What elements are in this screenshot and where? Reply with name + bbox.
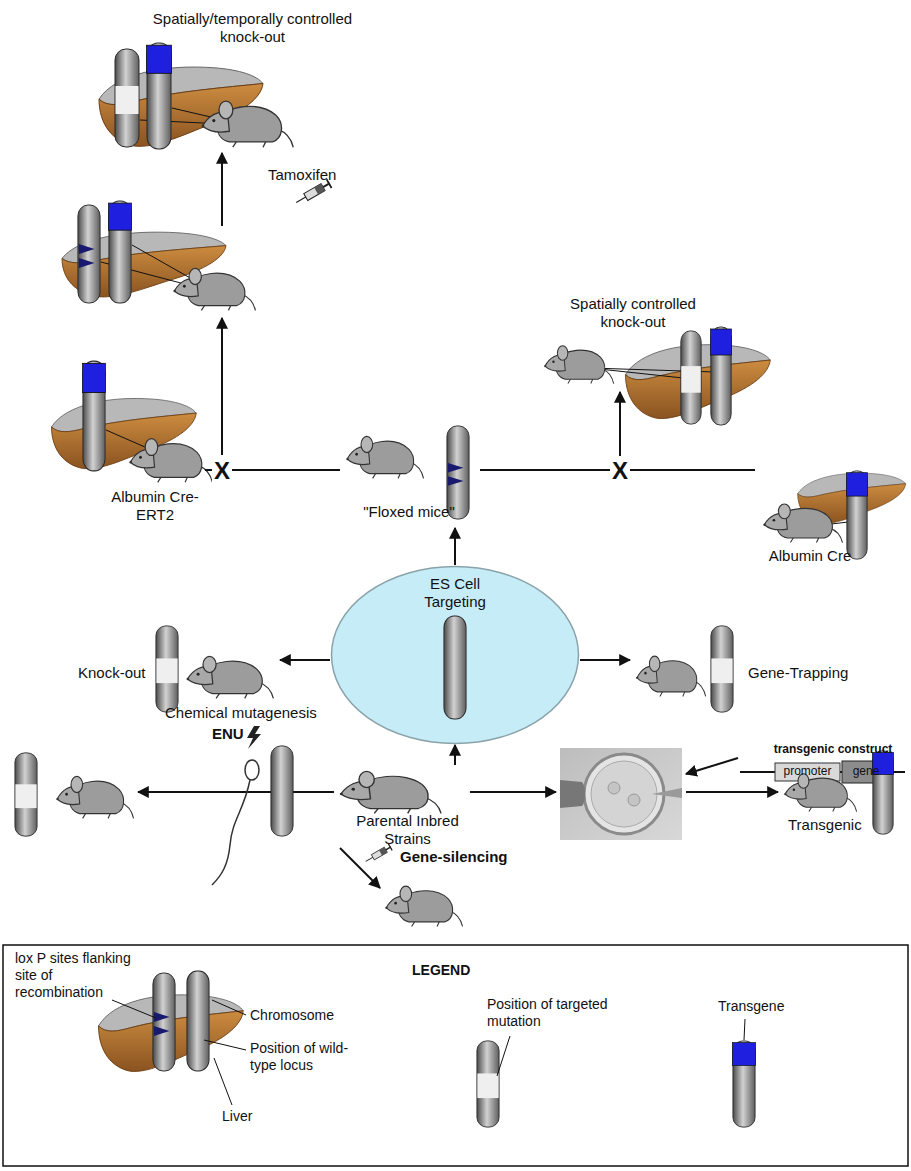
legend-entry: Transgene xyxy=(718,998,784,1015)
legend-entry: Position of wild-type locus xyxy=(250,1040,365,1074)
caption-label: Spatially/temporally controlled knock-ou… xyxy=(130,10,375,46)
chromosome-loxp xyxy=(78,205,100,303)
chromosome-loxp xyxy=(153,973,175,1071)
node-group: Transgenic xyxy=(788,816,878,836)
chromosome-transgene xyxy=(872,751,893,834)
legend-entry: Chromosome xyxy=(250,1007,334,1024)
node-group: Albumin Cre xyxy=(755,465,908,568)
caption-label: Spatially controlled knock-out xyxy=(558,295,708,331)
method-label: Gene-silencing xyxy=(400,848,508,866)
node-group: Albumin Cre-ERT2 xyxy=(45,355,205,527)
method-label: Chemical mutagenesis xyxy=(165,704,317,722)
lightning-icon xyxy=(247,726,261,749)
chromosome-mutated xyxy=(681,331,701,424)
node-group: "Floxed mice" xyxy=(340,425,480,528)
pronucleus xyxy=(608,782,620,794)
injection-needle xyxy=(652,788,682,798)
node-group: Parental Inbred Strains xyxy=(335,765,470,850)
mouse-label: Knock-out xyxy=(78,664,146,682)
arrow xyxy=(221,153,223,226)
arrow xyxy=(619,392,621,456)
mouse-drawing xyxy=(346,436,423,478)
arrow xyxy=(138,791,334,793)
arrow xyxy=(470,791,556,793)
chromosome-mutated xyxy=(15,753,37,836)
chromosome-transgene xyxy=(147,43,172,149)
construct-label: gene xyxy=(842,764,890,778)
chromosome-mutated xyxy=(156,626,178,712)
mouse-drawing xyxy=(129,439,212,483)
chromosome-transgene xyxy=(846,471,867,559)
mouse-drawing xyxy=(784,774,856,812)
chromosome-mutated xyxy=(115,49,139,147)
cross-mark: X xyxy=(610,456,630,485)
legend-entry: lox P sites flanking site of recombinati… xyxy=(15,950,140,1001)
arrow-connector xyxy=(280,659,330,661)
sperm-head xyxy=(245,760,259,780)
mouse-drawing xyxy=(636,656,705,696)
drug-label: Tamoxifen xyxy=(268,166,336,184)
mouse-label: Transgenic xyxy=(788,816,862,834)
chromosome-transgene xyxy=(108,201,131,303)
arrow xyxy=(686,758,738,774)
leader-line xyxy=(744,1019,745,1040)
pronucleus xyxy=(628,794,640,806)
arrow xyxy=(686,791,778,793)
mouse-drawing xyxy=(173,268,255,310)
node-group: Knock-out xyxy=(75,620,280,715)
mouse-drawing xyxy=(187,656,274,698)
sperm-tail xyxy=(212,780,250,885)
construct-label: promoter xyxy=(775,764,840,778)
mouse-label: Gene-Trapping xyxy=(748,664,848,682)
mouse-drawing xyxy=(544,346,613,384)
embryo-cytoplasm xyxy=(591,761,657,827)
leader-line xyxy=(497,1036,510,1076)
cell-outline xyxy=(332,567,579,744)
arrow xyxy=(221,318,223,455)
arrow-connector xyxy=(580,659,630,661)
chromosome-drawing xyxy=(271,746,293,836)
chromosome-drawing xyxy=(187,971,209,1071)
node-group: Gene-Trapping xyxy=(630,620,865,715)
mouse-drawing xyxy=(385,886,462,926)
chromosome-transgene xyxy=(82,361,105,471)
leader-line xyxy=(212,1000,246,1015)
chromosome-mutated xyxy=(477,1041,499,1127)
mouse-drawing xyxy=(56,776,133,818)
embryo-photo xyxy=(560,748,682,840)
node-group: Spatially/temporally controlled knock-ou… xyxy=(130,10,377,54)
chromosome-transgene xyxy=(732,1041,755,1127)
mouse-drawing xyxy=(340,771,441,813)
mouse-label: Albumin Cre xyxy=(755,547,865,565)
mouse-drawing xyxy=(202,101,294,147)
chromosome-transgene xyxy=(710,327,731,425)
legend-entry: Liver xyxy=(222,1108,252,1125)
construct-label: transgenic construct xyxy=(758,742,908,756)
mouse-drawing xyxy=(763,504,842,543)
legend-title: LEGEND xyxy=(412,962,470,979)
legend-entry: Position of targeted mutation xyxy=(487,996,637,1030)
cell-ellipse: ES Cell Targeting xyxy=(330,565,580,745)
leader-line xyxy=(112,1000,156,1018)
leader-line xyxy=(204,1040,246,1050)
mouse-label: "Floxed mice" xyxy=(340,503,478,521)
mouse-label: Parental Inbred Strains xyxy=(350,812,465,848)
node-group: transgenic construct promotergene xyxy=(738,742,910,782)
arrow-connector xyxy=(454,528,456,565)
holding-pipette xyxy=(560,780,585,808)
mouse-label: Albumin Cre-ERT2 xyxy=(110,488,200,524)
legend-box xyxy=(3,945,908,1166)
cell-label: ES Cell Targeting xyxy=(405,575,505,611)
cross-mark: X xyxy=(212,456,232,485)
mutagen-label: ENU xyxy=(212,725,244,743)
arrow-connector xyxy=(454,745,456,765)
node-group: Spatially controlled knock-out xyxy=(558,295,710,337)
chromosome-mutated xyxy=(711,626,733,712)
leader-line xyxy=(214,1058,232,1105)
